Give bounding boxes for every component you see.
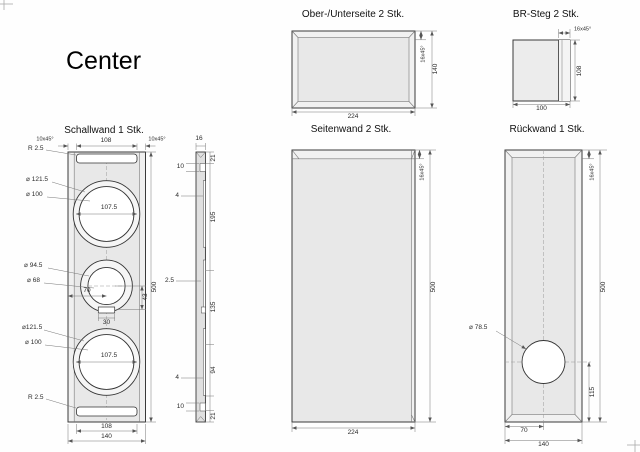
dim-woofer-top-width: 107.5 (100, 203, 118, 211)
side-profile-rebates (199, 163, 206, 412)
dim-terminal-width: 30 (102, 318, 111, 326)
dim-side-left-1: 4 (175, 191, 179, 199)
dim-brsteg-height: 108 (575, 65, 583, 76)
dim-rueckwand-height: 500 (599, 281, 607, 293)
dim-side-left-4: 10 (176, 402, 184, 410)
dim-thickness: 16 (195, 134, 203, 142)
dim-radius-bottom: R 2.5 (28, 393, 44, 401)
port-slot-top (76, 153, 138, 164)
port-hole (521, 340, 566, 384)
dim-schallwand-height: 500 (150, 281, 158, 293)
dim-woofer-bot-width: 107.5 (100, 351, 118, 359)
dim-brsteg-width: 100 (536, 104, 547, 112)
dim-radius-top: R 2.5 (28, 144, 44, 152)
dim-side-right-3: 94 (209, 366, 217, 374)
sheet-title: Center (66, 47, 142, 75)
port-slot-bottom (76, 406, 138, 417)
tweeter-notch (97, 306, 116, 314)
br-steg-view (512, 29, 580, 108)
dim-rueckwand-chamfer: 16x45° (588, 163, 595, 181)
dim-ober-height: 140 (431, 63, 439, 75)
seitenwand-title: Seitenwand 2 Stk. (310, 124, 392, 135)
seitenwand-panel (291, 149, 416, 423)
dim-chamfer-right: 10x45° (148, 136, 166, 143)
seitenwand-dimensions (291, 149, 436, 432)
dim-slot-width-bottom: 108 (101, 422, 112, 430)
dim-mid-hole: ⌀ 68 (27, 276, 40, 284)
dim-side-left-3: 4 (175, 373, 179, 381)
dim-woofer-bot-hole: ⌀ 100 (25, 338, 42, 346)
rueckwand-title: Rückwand 1 Stk. (509, 124, 585, 135)
dim-side-right-1: 195 (209, 211, 217, 223)
ober-dimensions (291, 30, 437, 116)
schallwand-dimensions (43, 143, 156, 444)
dim-chamfer-left: 10x45° (36, 136, 54, 143)
br-steg-dimensions (512, 29, 580, 108)
schallwand-front-view (43, 143, 156, 444)
side-profile-dimensions (176, 143, 214, 423)
dim-center-offset: 70 (83, 286, 91, 294)
dim-seitenwand-width: 224 (347, 428, 359, 436)
dim-port-center-height: 115 (588, 386, 596, 398)
dim-ober-chamfer: 16x45° (420, 45, 427, 63)
br-steg-title: BR-Steg 2 Stk. (512, 9, 580, 20)
dim-side-left-0: 10 (176, 162, 184, 170)
dim-woofer-top-recess: ⌀ 121.5 (26, 175, 48, 183)
dim-mid-recess: ⌀ 94.5 (24, 261, 43, 269)
dim-slot-width-top: 108 (100, 136, 112, 144)
dim-side-right-0: 21 (209, 154, 217, 162)
dim-side-right-2: 135 (209, 301, 217, 313)
dim-port-dia: ⌀ 78.5 (469, 323, 488, 331)
dim-woofer-bot-recess: ⌀121.5 (22, 323, 43, 331)
rueckwand-dimensions (495, 149, 607, 444)
dim-brsteg-chamfer: 16x45° (574, 26, 592, 33)
rueckwand-view (495, 149, 607, 444)
dim-side-right-4: 21 (209, 412, 217, 420)
ober-unterseite-title: Ober-/Unterseite 2 Stk. (301, 9, 405, 20)
dim-side-left-2: 2.5 (164, 276, 174, 284)
dim-rueckwand-width: 140 (538, 440, 549, 448)
dim-seitenwand-chamfer: 16x45° (419, 163, 426, 181)
ober-unterseite-view (291, 30, 437, 116)
seitenwand-view (291, 149, 436, 432)
dim-woofer-top-hole: ⌀ 100 (26, 190, 43, 198)
dim-schallwand-width: 140 (101, 432, 112, 440)
schallwand-title: Schallwand 1 Stk. (64, 125, 144, 136)
dim-ober-width: 224 (347, 112, 359, 120)
schallwand-side-view (176, 143, 214, 423)
dim-port-center-x: 70 (520, 426, 528, 434)
dim-seitenwand-height: 500 (429, 281, 437, 293)
dim-mid-offset: 43 (141, 293, 149, 301)
